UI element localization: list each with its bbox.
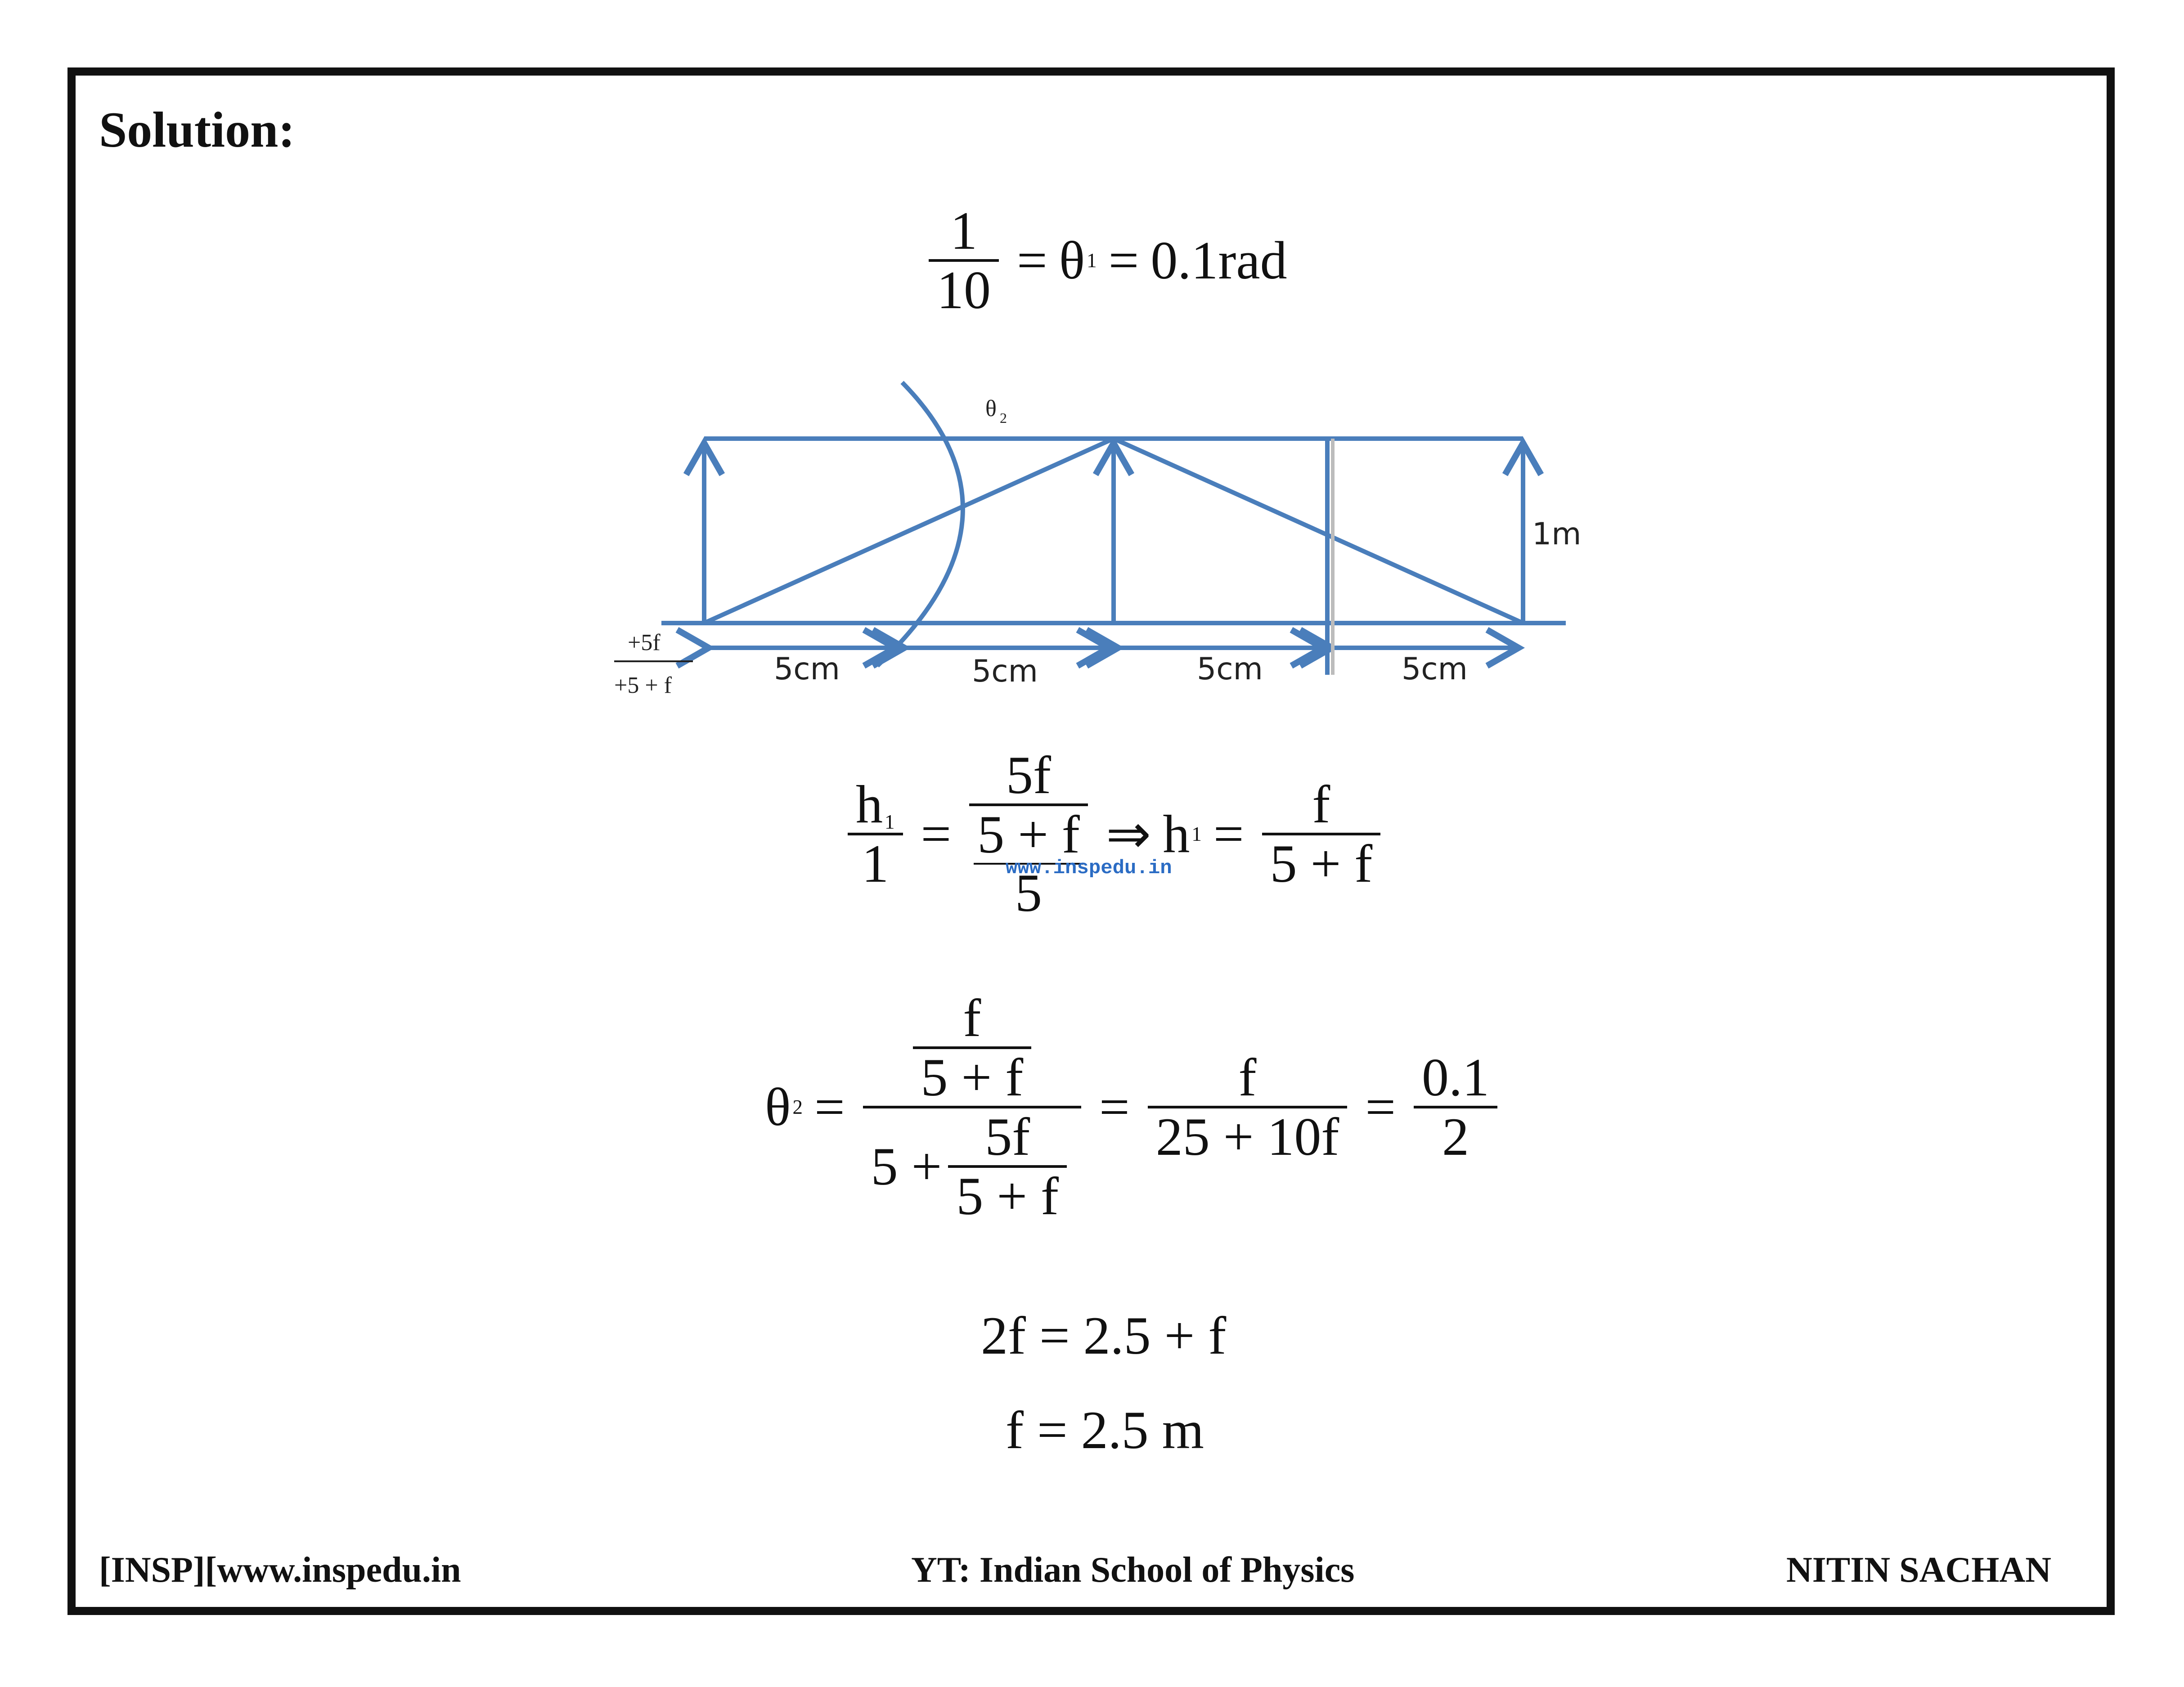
fraction-h1-over-1: h1 1 [848, 776, 903, 892]
fraction-f-over-5-plus-f: f 5 + f [912, 988, 1032, 1107]
h-subscript: 1 [1191, 823, 1202, 845]
theta1-value: 0.1rad [1150, 230, 1287, 290]
equals-sign: = [1099, 1077, 1130, 1137]
theta2-label: θ [985, 396, 997, 422]
fraction-denominator: 25 + 10f [1155, 1107, 1339, 1167]
fraction-bar [969, 803, 1088, 806]
fraction-theta2-value: 0.1 2 [1414, 1047, 1498, 1167]
fraction-denominator: 5 + f [956, 1166, 1059, 1226]
implies-arrow: ⇒ [1105, 804, 1151, 864]
watermark: www.inspedu.in [1006, 857, 1172, 879]
dimension-label-1: 5cm [774, 651, 840, 687]
fraction-one-tenth: 1 10 [929, 202, 999, 319]
big-compound-fraction: f 5 + f 5 + 5f 5 + f [863, 990, 1081, 1225]
footer-website: [INSP][www.inspedu.in [99, 1550, 461, 1590]
theta-symbol: θ [765, 1077, 791, 1137]
page-title: Solution: [99, 102, 295, 158]
compound-fraction: 5f 5 + f 5 [969, 747, 1088, 921]
fraction-numerator: 5f [1006, 745, 1051, 805]
fraction-numerator: f [963, 988, 981, 1048]
convex-lens-arc [876, 381, 965, 668]
compound-numerator: f 5 + f [899, 990, 1046, 1106]
fraction-bar [948, 1165, 1067, 1168]
footer-channel: YT: Indian School of Physics [911, 1550, 1355, 1590]
fraction-denominator: 1 [862, 834, 889, 894]
fraction-bar [912, 1046, 1032, 1049]
equals-sign: = [1017, 230, 1047, 290]
fraction-denominator: 10 [937, 260, 991, 320]
fraction-bar-secondary [974, 863, 1083, 865]
dimension-label-3: 5cm [1197, 651, 1263, 687]
theta-subscript: 1 [1087, 249, 1097, 272]
compound-denominator: 5 + 5f 5 + f [863, 1108, 1081, 1225]
fraction-bar [1414, 1106, 1498, 1108]
fraction-denominator: 5 + f [1270, 834, 1373, 893]
fraction-numerator: f [1312, 774, 1330, 834]
page-frame [67, 67, 2115, 1615]
left-fraction-denominator: +5 + f [614, 673, 672, 698]
fraction-h1-result: f 5 + f [1262, 776, 1381, 892]
h-subscript: 1 [885, 810, 895, 833]
left-fraction-numerator: +5f [628, 630, 661, 655]
equals-sign: = [1365, 1077, 1396, 1137]
equals-sign: = [1213, 804, 1244, 864]
fraction-numerator: h1 [848, 776, 903, 833]
fraction-numerator: f [1238, 1047, 1257, 1107]
outer-denominator: 5 [1015, 863, 1042, 923]
equals-sign: = [1108, 230, 1139, 290]
fraction-bar [1147, 1106, 1348, 1108]
inner-denominator: 5 + f [977, 804, 1080, 864]
theta-subscript: 2 [792, 1096, 803, 1118]
height-label: 1m [1532, 516, 1582, 552]
denominator-prefix: 5 + [871, 1136, 942, 1196]
theta2-label-subscript: 2 [1000, 410, 1007, 426]
h-symbol: h [856, 774, 883, 834]
fraction-bar [1262, 833, 1381, 835]
theta-symbol: θ [1059, 230, 1085, 290]
equation-f-result: f = 2.5 m [1006, 1400, 1204, 1460]
ray-left [703, 436, 1115, 625]
equals-sign: = [814, 1077, 845, 1137]
footer-author: NITIN SACHAN [1786, 1550, 2051, 1590]
fraction-denominator: 2 [1442, 1107, 1469, 1167]
fraction-numerator: 5f [985, 1107, 1030, 1167]
dimension-label-4: 5cm [1402, 651, 1468, 687]
equation-2f: 2f = 2.5 + f [981, 1306, 1227, 1365]
fraction-5f-over-5-plus-f: 5f 5 + f [948, 1108, 1067, 1225]
dimension-label-2: 5cm [972, 654, 1038, 689]
h-symbol: h [1163, 804, 1190, 864]
fraction-bar [929, 259, 999, 262]
fraction-bar-main [863, 1106, 1081, 1108]
equals-sign: = [921, 804, 952, 864]
fraction-numerator: 0.1 [1422, 1047, 1490, 1107]
diagram-lines [661, 381, 1566, 675]
fraction-denominator: 5 + f [921, 1047, 1024, 1107]
ray-right [1112, 436, 1524, 625]
fraction-bar [848, 833, 903, 836]
fraction-numerator: 1 [950, 201, 977, 260]
fraction-f-over-25-plus-10f: f 25 + 10f [1147, 1047, 1348, 1167]
